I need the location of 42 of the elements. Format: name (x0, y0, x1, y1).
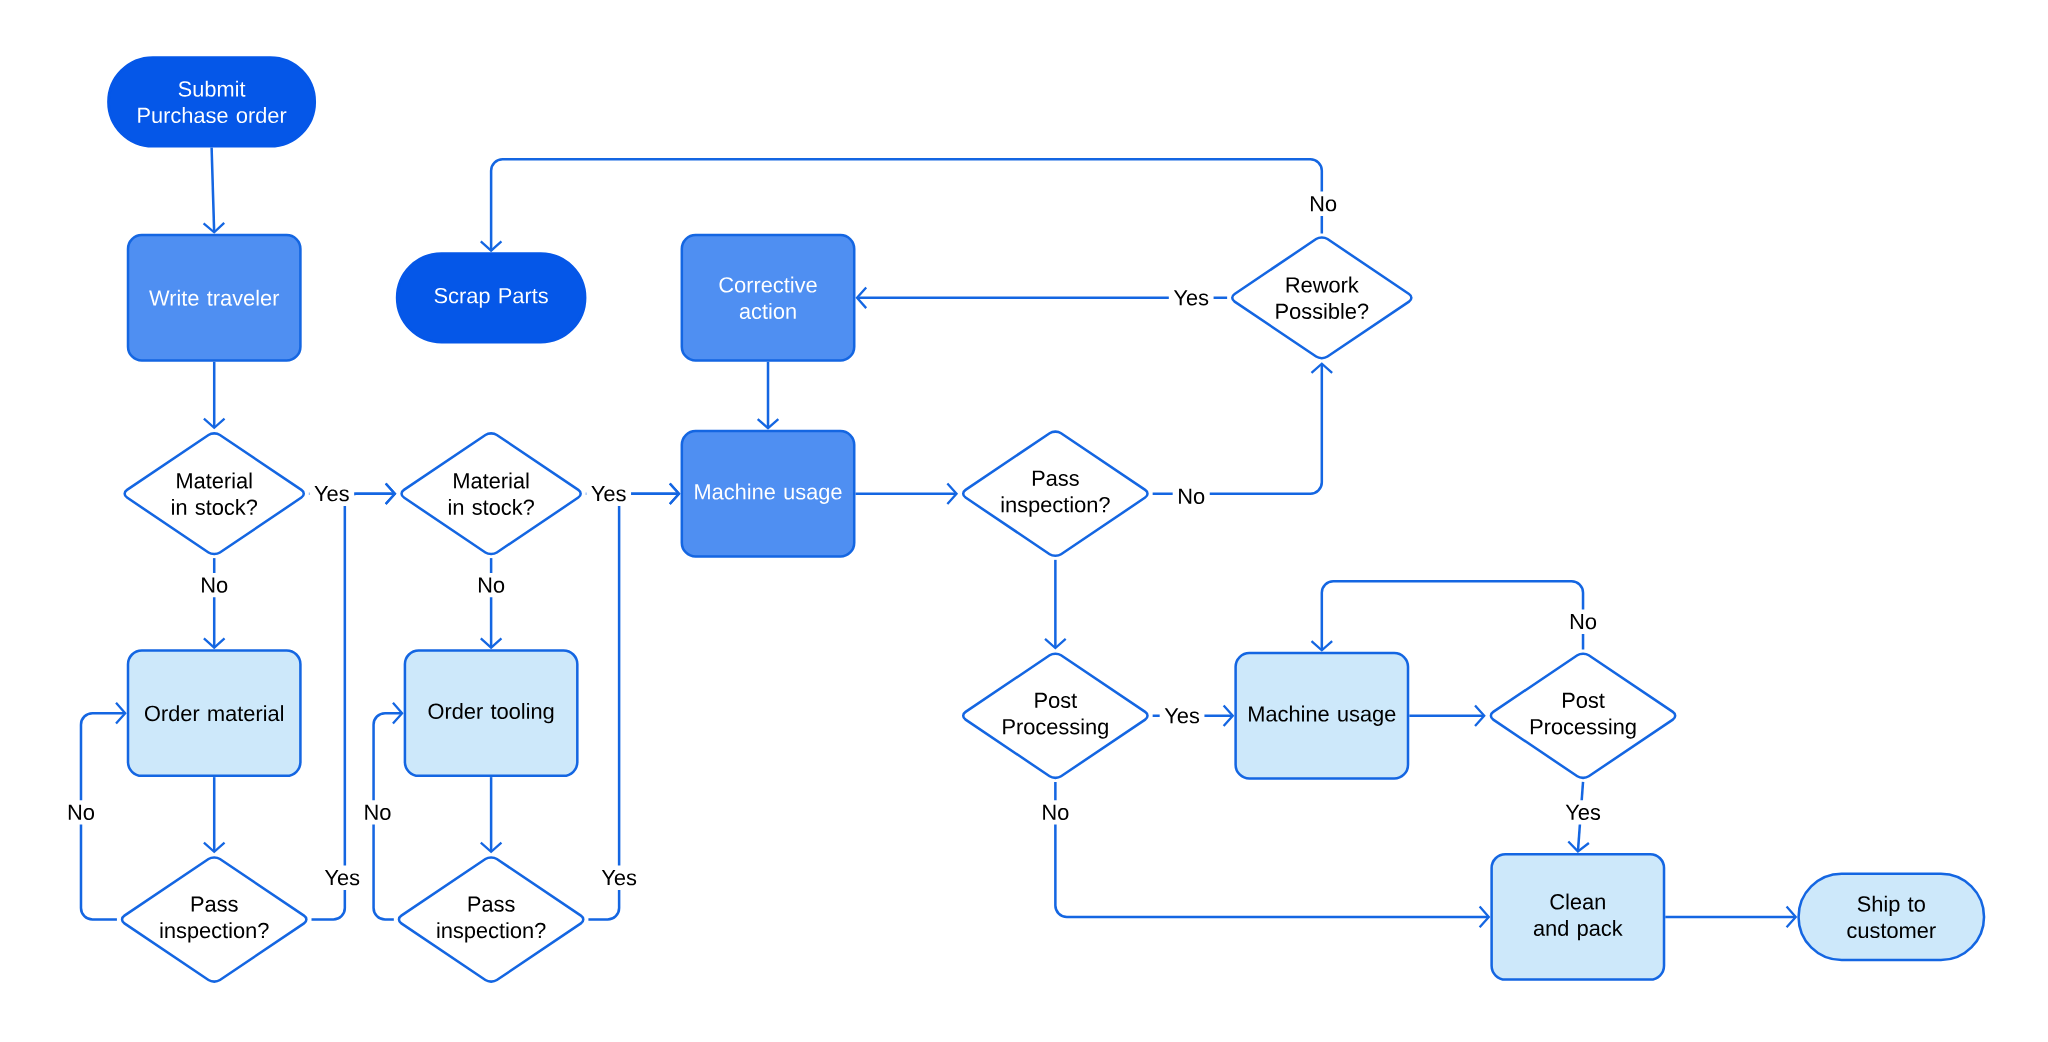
edge-label: No (1304, 191, 1342, 216)
arrow (203, 361, 226, 430)
process-box: Machine usage (680, 429, 856, 558)
arrow (1665, 905, 1798, 928)
edge-label: No (62, 800, 100, 825)
process-terminal: Ship to customer (1797, 872, 1986, 962)
edge-label: No (1172, 484, 1210, 509)
arrow (1409, 704, 1486, 727)
edge-label: Yes (586, 481, 632, 506)
edge-label: Yes (596, 865, 642, 890)
arrow (855, 286, 1228, 309)
edge-label: Yes (1168, 285, 1214, 310)
arrow (1054, 781, 1491, 928)
edge-label: No (1036, 800, 1074, 825)
process-box: Corrective action (680, 233, 856, 362)
edge-label: Yes (309, 481, 355, 506)
arrow (1310, 579, 1585, 652)
arrow (1152, 362, 1333, 495)
arrow (311, 482, 397, 921)
arrow (203, 776, 226, 854)
process-box: Clean and pack (1490, 852, 1666, 981)
arrow (855, 482, 959, 505)
process-terminal: Submit Purchase order (107, 56, 317, 148)
process-terminal: Scrap Parts (395, 252, 587, 344)
edge-label: No (1564, 609, 1602, 634)
arrow (756, 361, 780, 430)
edge-label: No (472, 572, 510, 598)
process-box: Machine usage (1234, 651, 1410, 780)
arrow (480, 157, 1324, 252)
process-box: Write traveler (126, 233, 302, 362)
arrow (480, 776, 503, 854)
arrow (588, 482, 681, 921)
edge-label: Yes (319, 865, 365, 890)
edge-label: Yes (1560, 800, 1606, 825)
edge-label: No (358, 800, 396, 825)
process-box: Order tooling (403, 649, 579, 777)
edge-label: No (195, 572, 233, 598)
process-box: Order material (126, 649, 302, 777)
edge-label: Yes (1159, 703, 1205, 728)
arrow (79, 701, 127, 921)
arrow (202, 147, 225, 234)
arrow (1044, 559, 1067, 650)
